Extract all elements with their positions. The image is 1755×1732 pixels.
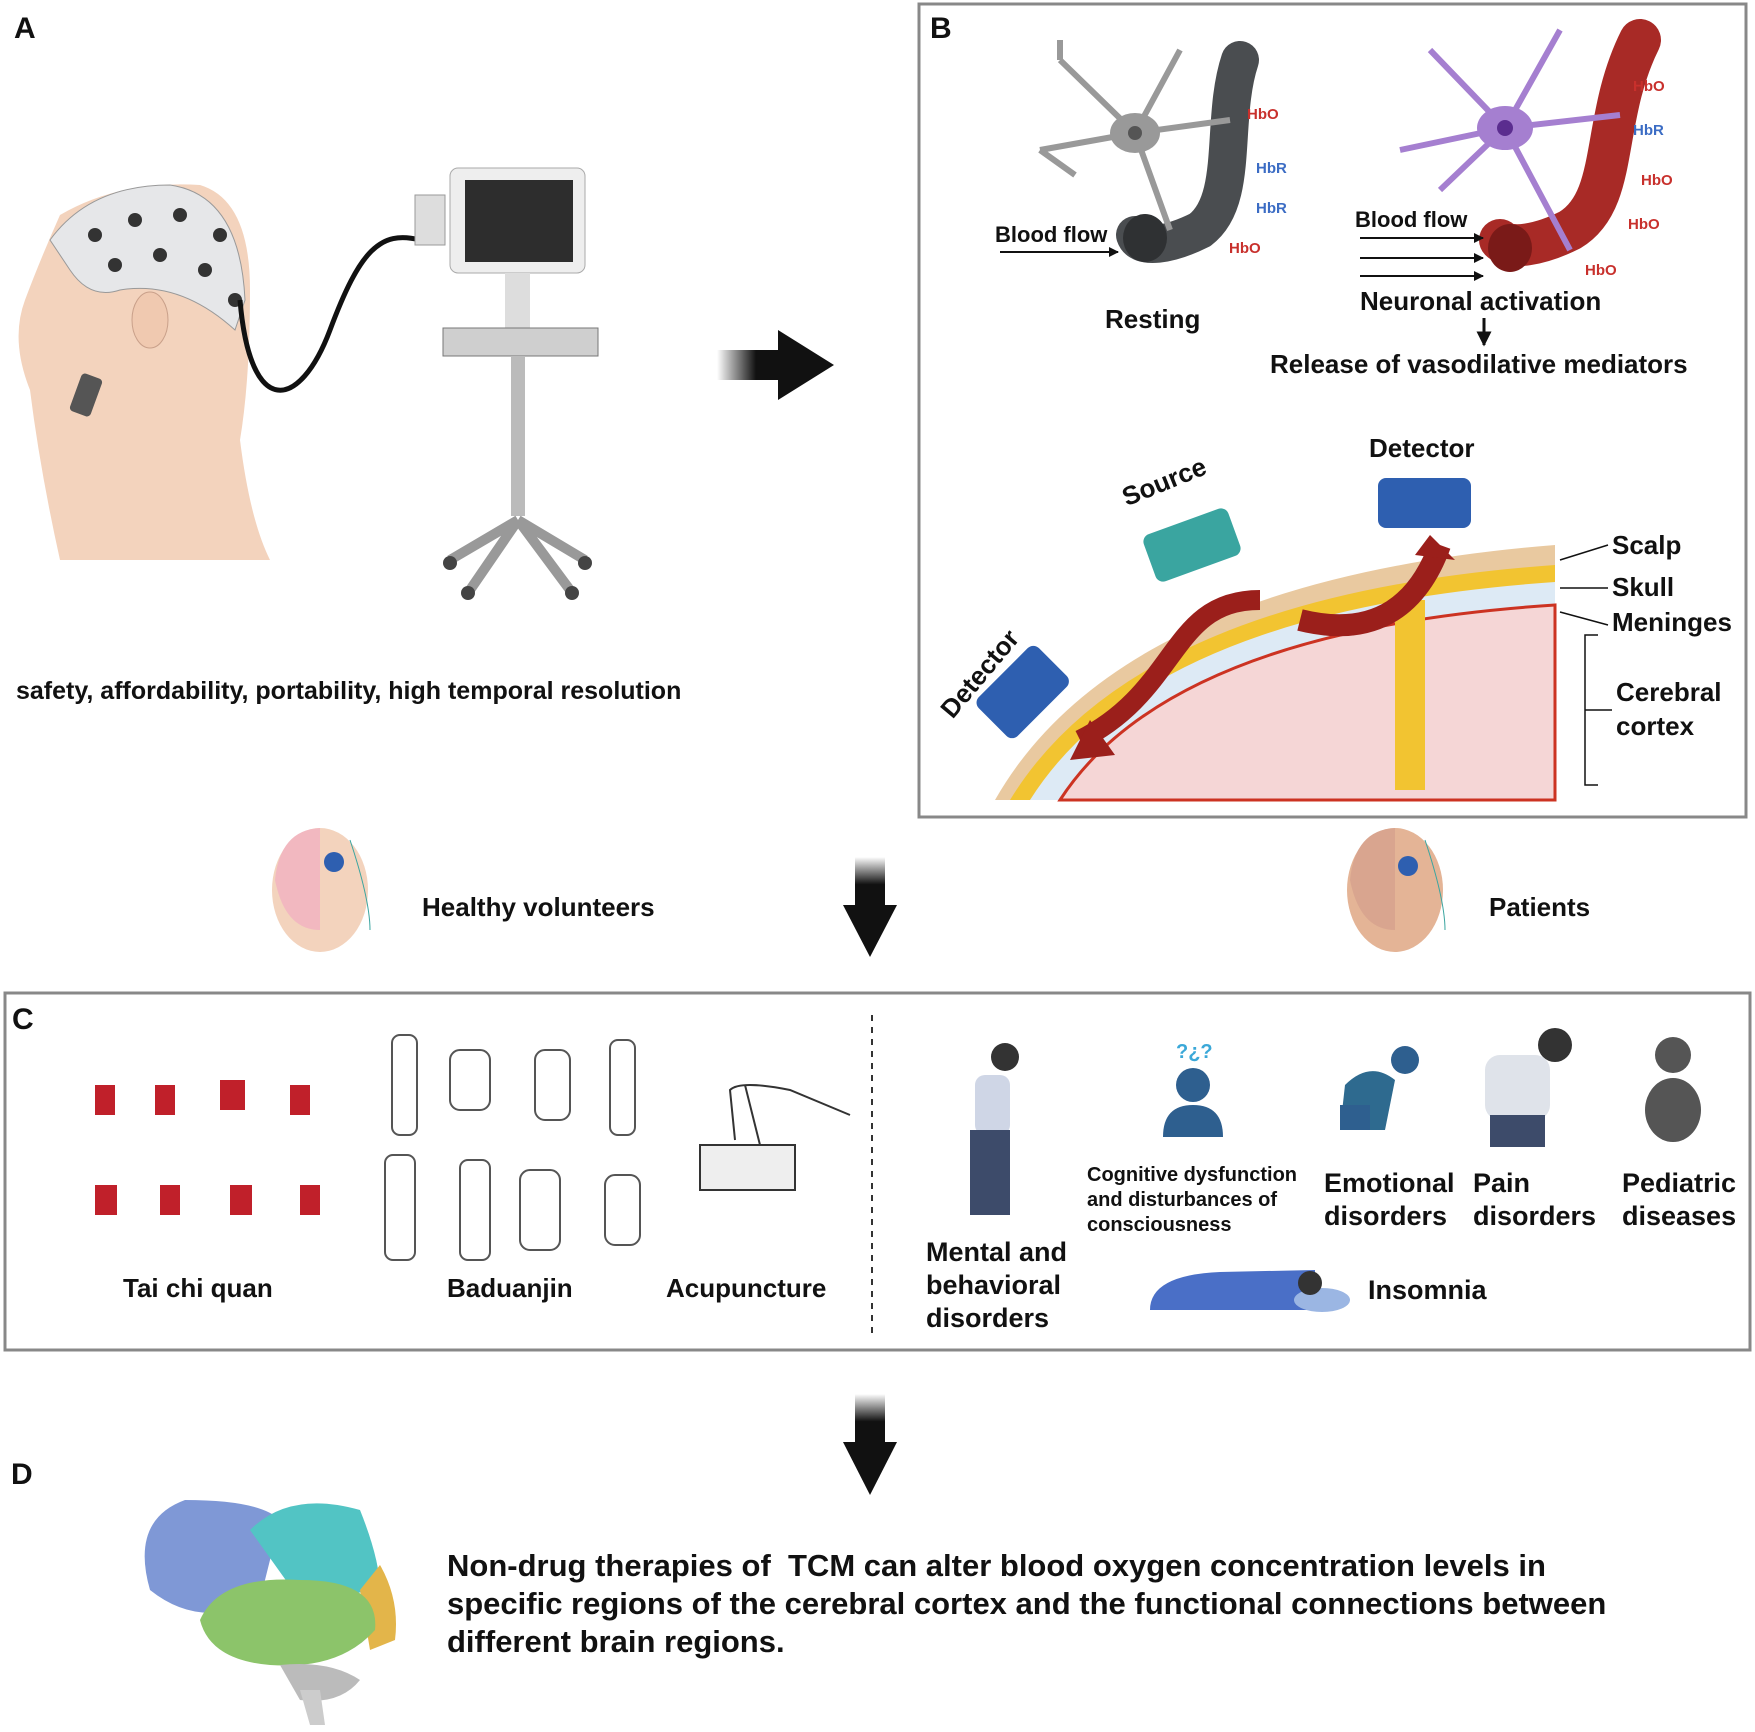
pain-line-2: disorders [1473, 1201, 1597, 1231]
right-arrow-icon [717, 330, 834, 400]
question-marks-icon: ?¿? [1176, 1041, 1213, 1063]
panel-label-b: B [930, 12, 952, 45]
baby-icon [1645, 1037, 1701, 1142]
down-arrow-icon [843, 857, 897, 957]
active-hbr-label: HbR [1633, 122, 1664, 139]
resting-neuron-vessel-illustration [1000, 40, 1259, 264]
monitor-cart-illustration [414, 167, 599, 600]
emotional-person-icon [1340, 1046, 1419, 1130]
resting-hbo-label-1: HbO [1247, 106, 1279, 123]
patients-label: Patients [1489, 892, 1591, 922]
acupuncture-label: Acupuncture [666, 1273, 827, 1303]
emotional-disorders-label: Emotional disorders [1324, 1167, 1455, 1233]
cognitive-line-1: Cognitive dysfunction [1087, 1164, 1297, 1186]
cognitive-dysfunction-label: Cognitive dysfunction and disturbances o… [1087, 1163, 1297, 1238]
baduanjin-figures-illustration [384, 1034, 641, 1261]
resting-hbo-label-2: HbO [1229, 240, 1261, 257]
resting-hbr-label-2: HbR [1256, 200, 1287, 217]
head-with-fnirs-cap-illustration [18, 184, 421, 560]
mental-disorder-figure-icon [970, 1043, 1019, 1215]
vasodilative-mediators-text: Release of vasodilative mediators [1270, 349, 1688, 379]
baduanjin-label: Baduanjin [447, 1273, 573, 1303]
pediatric-line-1: Pediatric [1622, 1168, 1737, 1198]
detector-top-label: Detector [1369, 433, 1475, 463]
scalp-label: Scalp [1612, 530, 1682, 560]
detector-optode-left [976, 645, 1069, 739]
insomnia-label: Insomnia [1368, 1275, 1487, 1305]
tai-chi-figures-illustration [95, 1080, 320, 1215]
patient-head-icon [1347, 828, 1446, 952]
resting-title: Resting [1105, 304, 1201, 334]
cognitive-person-icon: ?¿? [1163, 1041, 1223, 1137]
fnirs-advantages-caption: safety, affordability, portability, high… [16, 677, 682, 705]
panel-c-frame [3, 991, 1752, 1352]
active-hbo-label-3: HbO [1628, 216, 1660, 233]
panel-label-c: C [12, 1003, 34, 1036]
pain-disorders-label: Pain disorders [1473, 1167, 1596, 1233]
pediatric-diseases-label: Pediatric diseases [1622, 1167, 1736, 1233]
emotional-line-2: disorders [1324, 1201, 1448, 1231]
mental-line-2: behavioral [926, 1270, 1062, 1300]
neuronal-activation-title: Neuronal activation [1360, 286, 1602, 316]
down-arrow-icon-2 [843, 1394, 897, 1495]
cognitive-line-3: consciousness [1087, 1214, 1232, 1236]
active-hbo-label-2: HbO [1641, 172, 1673, 189]
activated-neuron-vessel-illustration [1360, 19, 1661, 347]
resting-blood-flow-label: Blood flow [995, 222, 1108, 247]
panel-b-frame [917, 2, 1748, 819]
panel-label-d: D [11, 1458, 33, 1491]
meninges-label: Meninges [1612, 607, 1732, 637]
healthy-volunteer-head-icon [272, 828, 371, 952]
mental-line-1: Mental and [926, 1237, 1068, 1267]
healthy-volunteers-label: Healthy volunteers [422, 892, 655, 922]
conclusion-line-1: Non-drug therapies of TCM can alter bloo… [447, 1548, 1546, 1583]
cognitive-line-2: and disturbances of [1087, 1189, 1278, 1211]
brain-lobes-illustration [144, 1500, 396, 1725]
detector-optode-top [1378, 478, 1471, 528]
pediatric-line-2: diseases [1622, 1201, 1737, 1231]
panel-label-a: A [14, 12, 36, 45]
mental-line-3: disorders [926, 1303, 1050, 1333]
conclusion-line-2: specific regions of the cerebral cortex … [447, 1586, 1607, 1621]
active-hbo-label-1: HbO [1633, 78, 1665, 95]
acupuncture-illustration [699, 1084, 851, 1191]
source-optode [1143, 508, 1241, 582]
activation-blood-flow-label: Blood flow [1355, 207, 1468, 232]
pain-person-icon [1485, 1028, 1572, 1147]
cerebral-label: Cerebral [1616, 677, 1722, 707]
resting-hbr-label-1: HbR [1256, 160, 1287, 177]
tai-chi-label: Tai chi quan [123, 1273, 273, 1303]
skull-label: Skull [1612, 572, 1675, 602]
cortex-label: cortex [1616, 711, 1695, 741]
sleeping-person-icon [1150, 1270, 1350, 1312]
head-cross-section-illustration [976, 478, 1612, 802]
emotional-line-1: Emotional [1324, 1168, 1455, 1198]
active-hbo-label-4: HbO [1585, 262, 1617, 279]
conclusion-text: Non-drug therapies of TCM can alter bloo… [447, 1547, 1606, 1661]
mental-disorders-label: Mental and behavioral disorders [926, 1236, 1067, 1335]
pain-line-1: Pain [1473, 1168, 1531, 1198]
conclusion-line-3: different brain regions. [447, 1624, 785, 1659]
